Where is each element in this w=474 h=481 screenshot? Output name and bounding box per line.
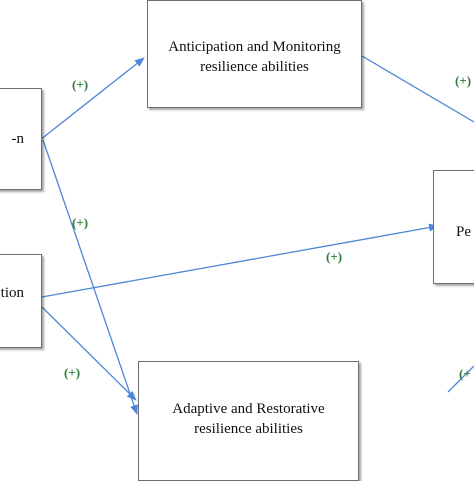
arrow-left-top-to-bottom: [42, 139, 138, 415]
sign-left-top-to-top: (+): [72, 77, 89, 92]
arrow-left-bottom-to-bottom: [41, 306, 137, 401]
left-top-node-label: -n: [0, 129, 25, 149]
sign-top-to-right: (+): [455, 73, 472, 88]
sign-left-top-to-bottom: (+): [72, 215, 89, 230]
performance-node-label-line1: Pe: [456, 224, 471, 240]
left-bottom-node: [0, 254, 42, 348]
adaptive-restorative-node-label: Adaptive and Restorative resilience abil…: [138, 399, 359, 439]
anticipation-monitoring-line1: Anticipation and Monitoring: [168, 39, 341, 55]
arrow-left-top-to-top: [39, 57, 145, 141]
adaptive-restorative-node: [138, 361, 359, 481]
arrow-bottom-to-right: [447, 365, 474, 393]
sign-left-bottom-to-bottom: (+): [64, 365, 81, 380]
left-top-node: [0, 88, 42, 190]
anticipation-monitoring-node-label: Anticipation and Monitoring resilience a…: [147, 37, 362, 77]
arrow-left-bottom-to-right: [41, 223, 439, 298]
arrow-top-to-right: [361, 55, 474, 123]
sign-bottom-to-right: (+: [459, 366, 471, 381]
left-top-node-label-line1: -n: [11, 131, 25, 147]
left-bottom-node-label: tion: [0, 283, 24, 303]
left-bottom-node-label-line1: tion: [0, 285, 24, 301]
performance-node: [433, 170, 474, 284]
performance-node-label: Pe: [456, 222, 471, 242]
adaptive-restorative-line1: Adaptive and Restorative: [172, 401, 325, 417]
anticipation-monitoring-line2: resilience abilities: [200, 59, 309, 75]
adaptive-restorative-line2: resilience abilities: [194, 421, 303, 437]
anticipation-monitoring-node: [147, 0, 362, 108]
sign-left-bottom-to-right: (+): [326, 249, 343, 264]
